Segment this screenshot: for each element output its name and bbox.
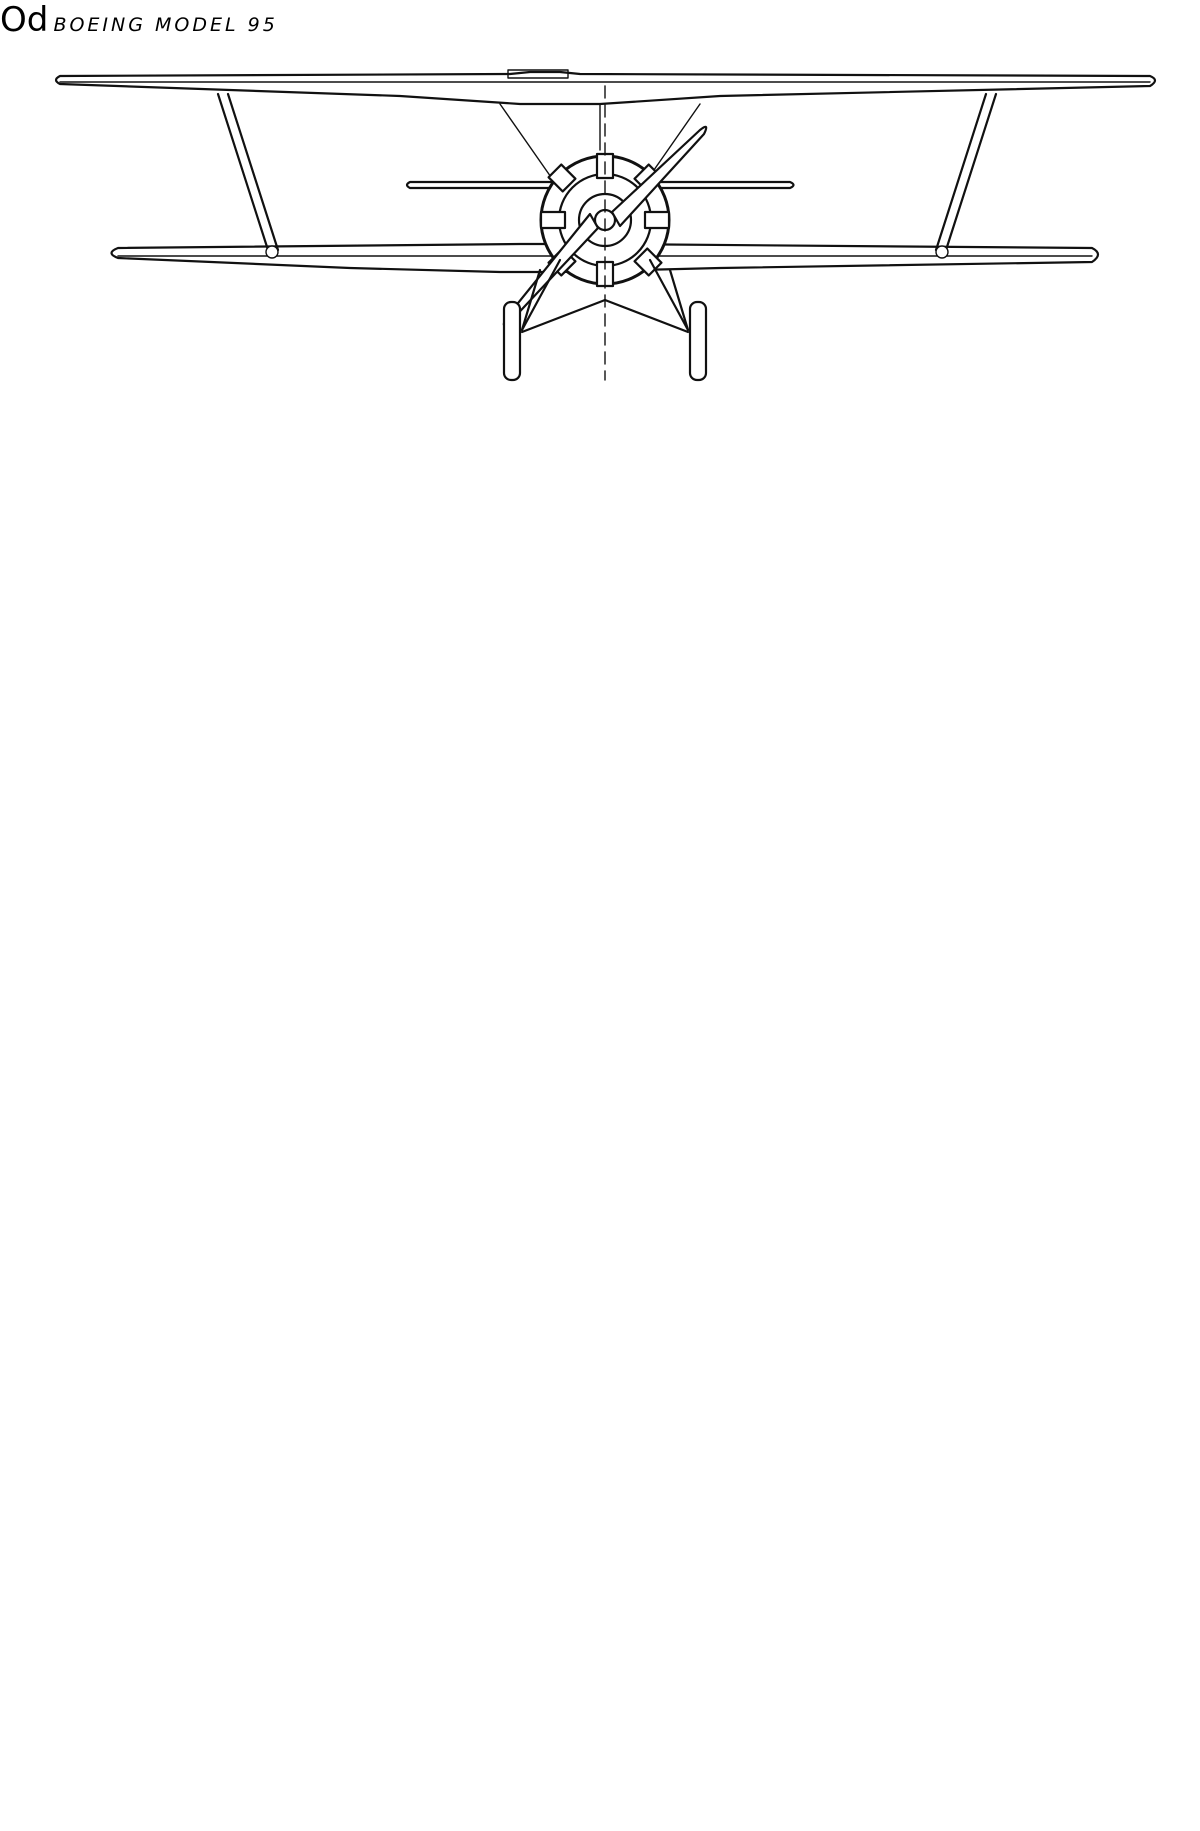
front-view (54, 69, 1157, 382)
side-view: Od (0, 0, 53, 40)
fuselage-marking: Od (0, 0, 49, 40)
three-view-drawing: Od BOEING MODEL 95 (0, 0, 1200, 382)
drawing-title: BOEING MODEL 95 (53, 14, 278, 36)
